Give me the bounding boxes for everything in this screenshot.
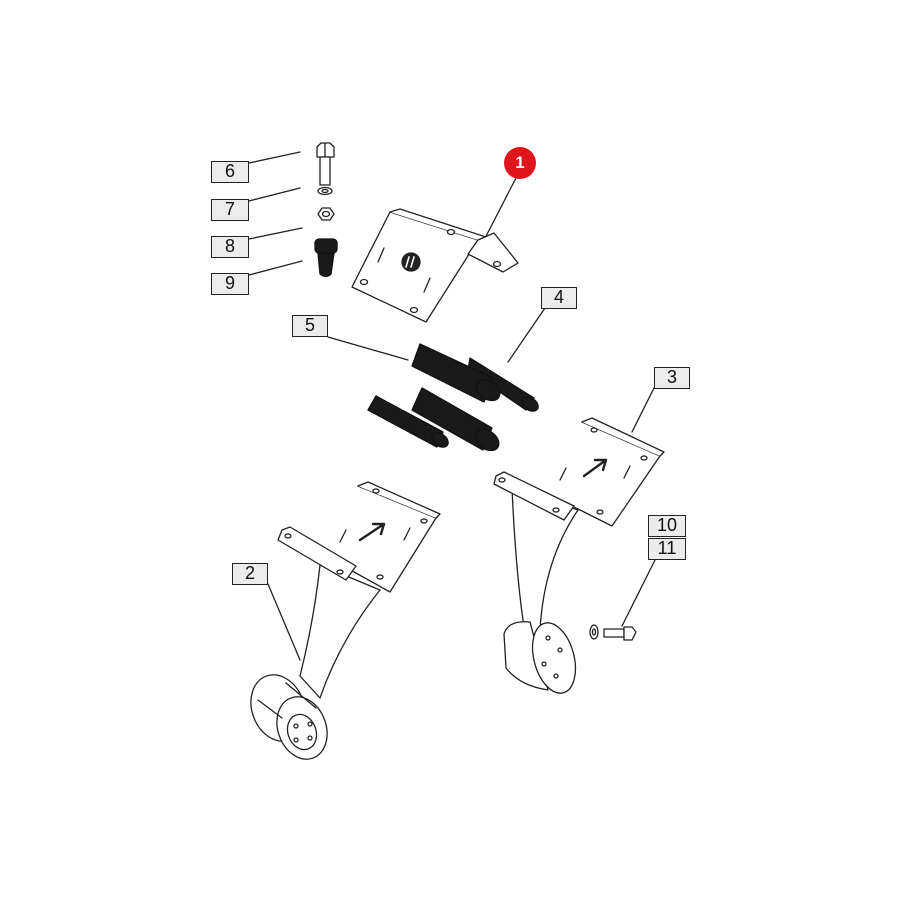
callout-7: 7	[211, 199, 249, 221]
callout-2: 2	[232, 563, 268, 585]
rubber-sleeves-parts-4-5	[367, 343, 539, 452]
callout-8: 8	[211, 236, 249, 258]
bolt-part-6	[316, 142, 335, 186]
highlight-badge-1[interactable]: 1	[504, 147, 536, 179]
z-bracket-part-1	[351, 208, 519, 323]
callout-5: 5	[292, 315, 328, 337]
callout-3: 3	[654, 367, 690, 389]
callout-9: 9	[211, 273, 249, 295]
washer-part-10	[589, 624, 599, 640]
callout-10: 10	[648, 515, 686, 537]
callout-11: 11	[648, 538, 686, 560]
bolt-part-11	[603, 626, 637, 641]
wheel-leg-part-3	[493, 417, 665, 694]
nut-part-8	[317, 207, 335, 221]
screw-part-9	[314, 238, 338, 278]
washer-part-7	[317, 186, 333, 196]
callout-6: 6	[211, 161, 249, 183]
leader-lines	[248, 151, 657, 661]
wheel-leg-part-2	[250, 481, 441, 760]
callout-4: 4	[541, 287, 577, 309]
